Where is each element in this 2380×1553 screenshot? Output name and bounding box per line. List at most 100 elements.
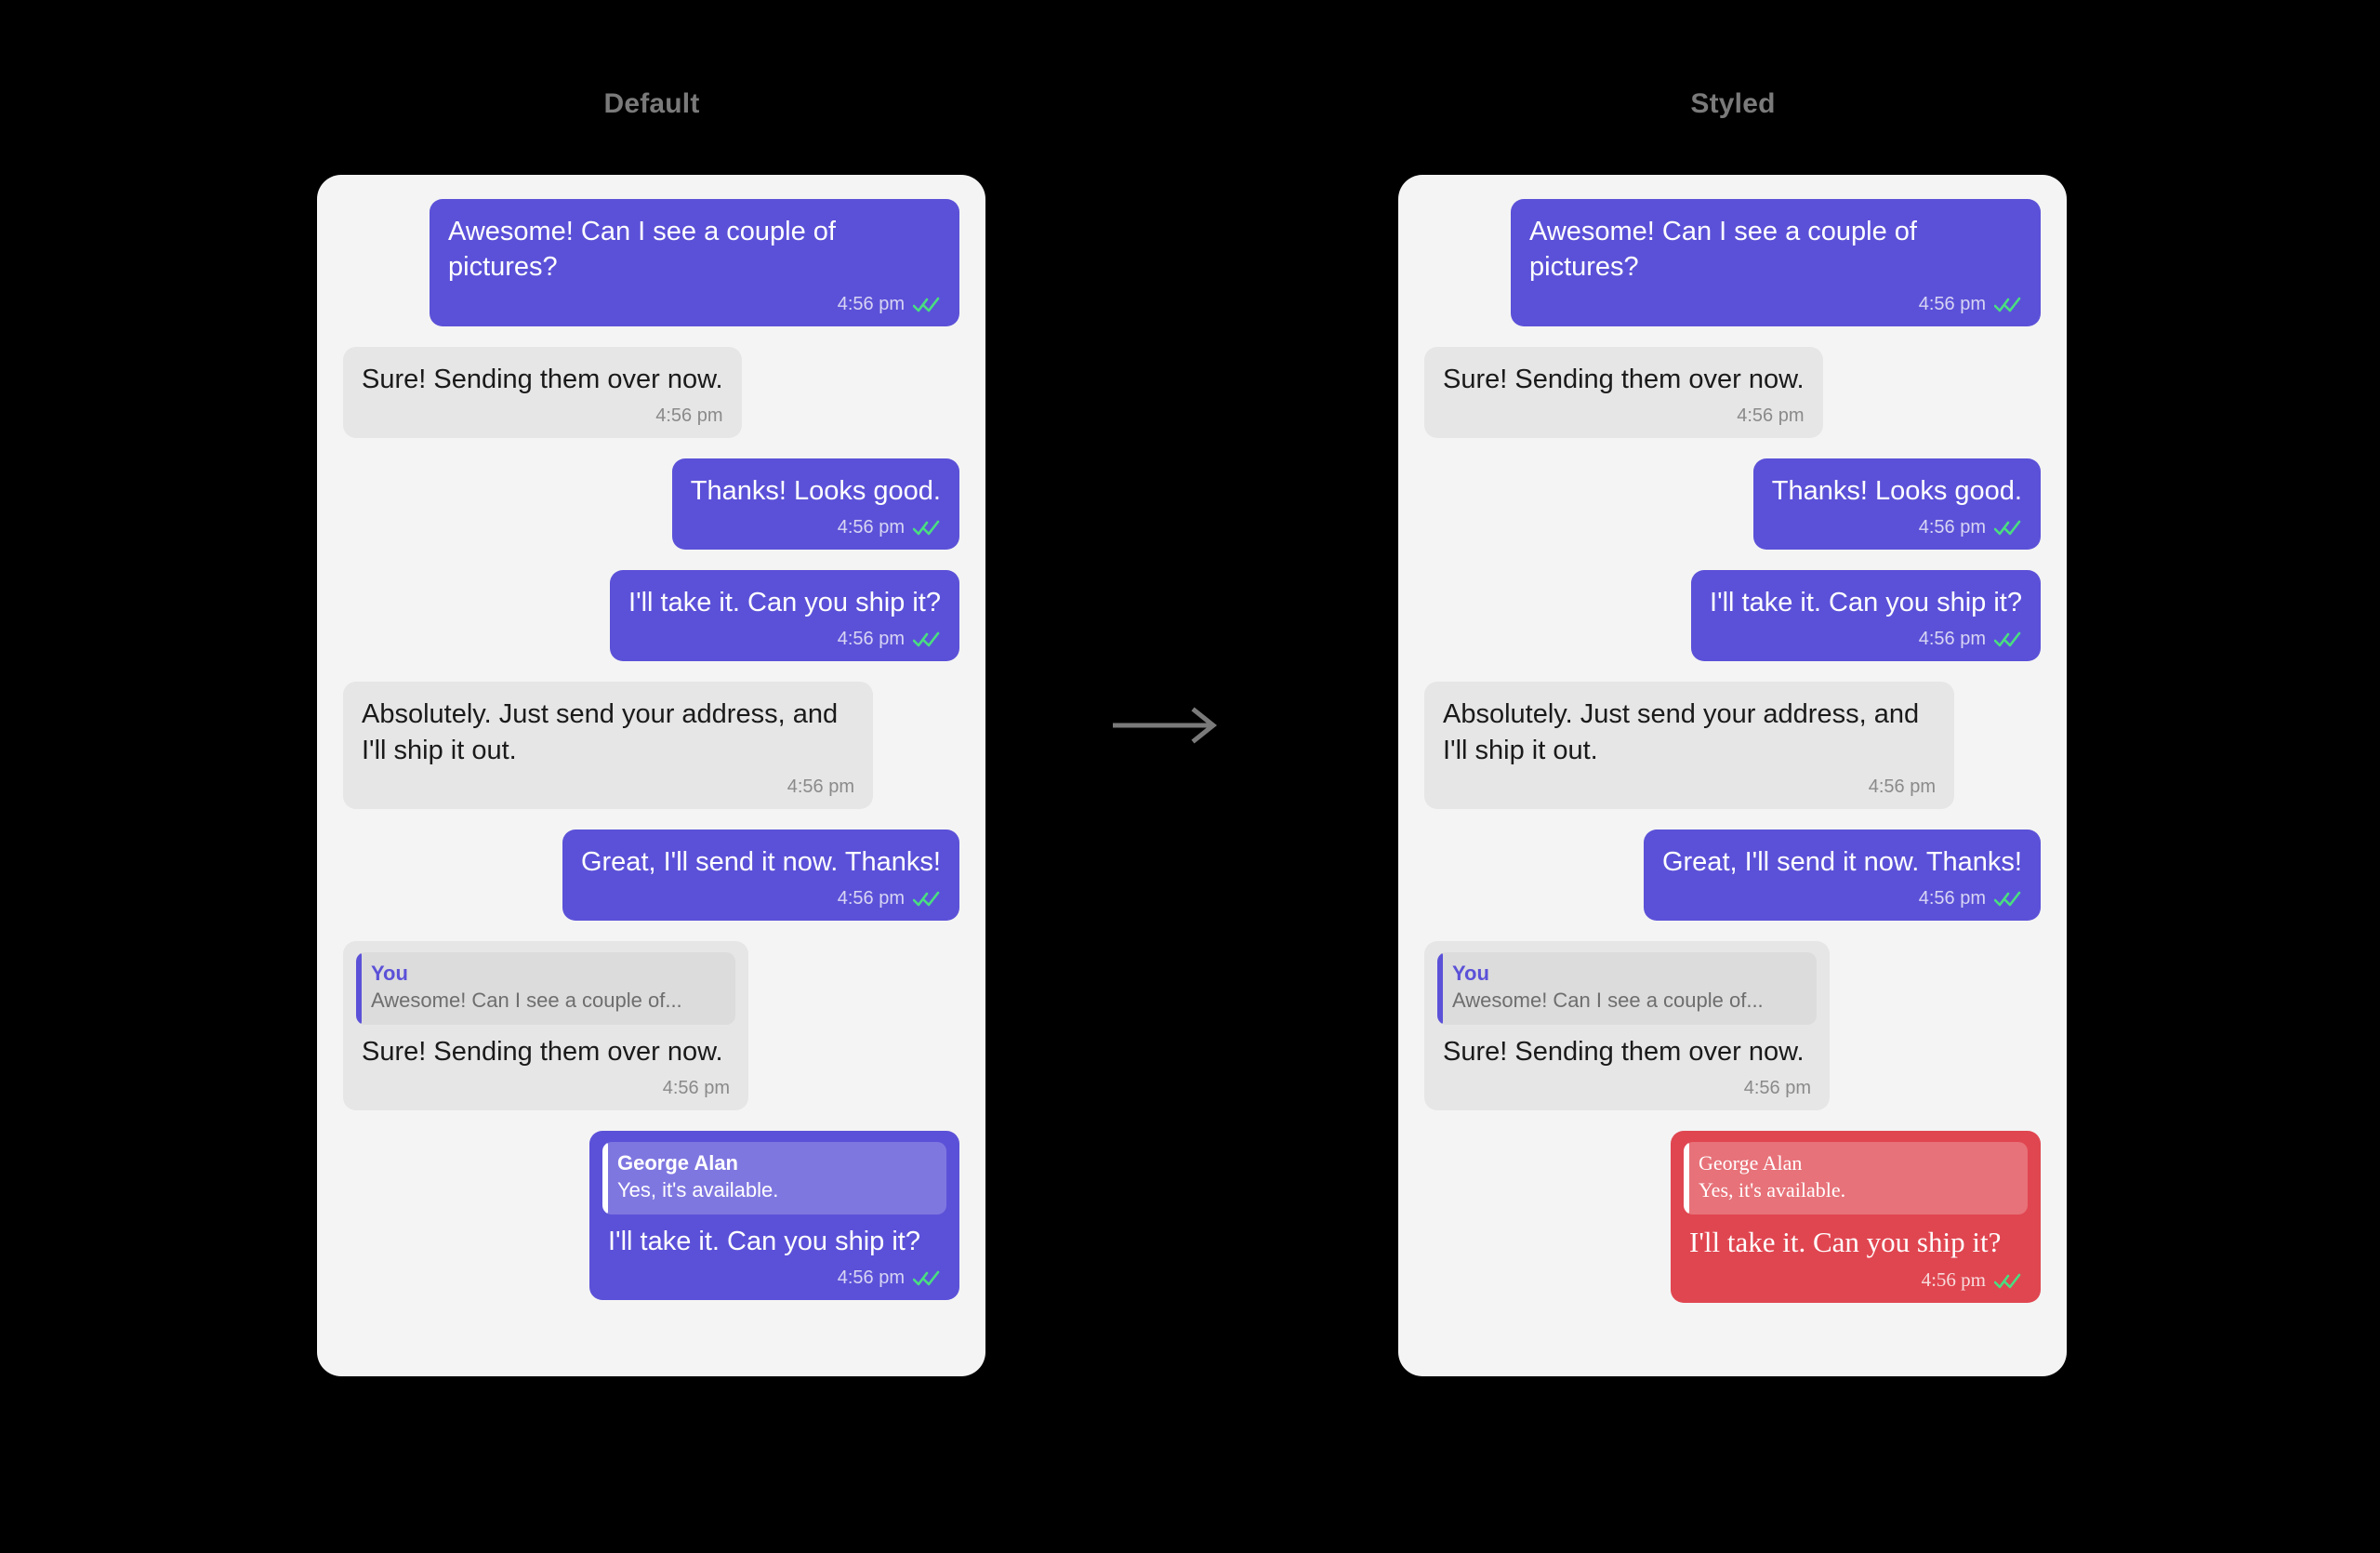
read-receipt-double-check-icon [913,891,940,907]
message-meta: 4:56 pm [1710,628,2022,650]
message-meta: 4:56 pm [448,293,941,315]
panel-title-default: Default [603,88,700,119]
message-timestamp: 4:56 pm [837,517,905,538]
message-row: Great, I'll send it now. Thanks! 4:56 pm [1424,829,2041,922]
read-receipt-double-check-icon [913,297,940,312]
message-row: I'll take it. Can you ship it? 4:56 pm [1424,570,2041,662]
transform-arrow [1111,707,1223,744]
message-bubble-in[interactable]: Sure! Sending them over now. 4:56 pm [343,346,742,438]
message-meta: 4:56 pm [1772,516,2022,538]
read-receipt-double-check-icon [913,632,940,647]
message-timestamp: 4:56 pm [1918,293,1986,314]
message-bubble-out[interactable]: Great, I'll send it now. Thanks! 4:56 pm [1643,829,2041,922]
message-meta: 4:56 pm [1443,776,1936,798]
message-timestamp: 4:56 pm [1921,1268,1986,1292]
message-timestamp: 4:56 pm [1918,888,1986,909]
message-text: I'll take it. Can you ship it? [608,1226,920,1256]
message-timestamp: 4:56 pm [787,776,854,797]
quoted-reply-preview: Yes, it's available. [617,1178,779,1202]
message-bubble-in[interactable]: Absolutely. Just send your address, and … [1424,682,1954,809]
message-meta: 4:56 pm [362,1077,730,1099]
message-bubble-out[interactable]: Great, I'll send it now. Thanks! 4:56 pm [562,829,959,922]
quoted-reply-preview: Yes, it's available. [1699,1178,1846,1202]
read-receipt-double-check-icon [1994,632,2021,647]
message-bubble-out[interactable]: I'll take it. Can you ship it? 4:56 pm [610,570,959,662]
message-row: Thanks! Looks good. 4:56 pm [343,458,959,551]
message-timestamp: 4:56 pm [1743,1078,1811,1099]
message-row: Awesome! Can I see a couple of pictures?… [1424,199,2041,326]
message-bubble-out[interactable]: Awesome! Can I see a couple of pictures?… [430,199,959,326]
message-meta: 4:56 pm [608,1267,941,1289]
chat-thread-default[interactable]: Awesome! Can I see a couple of pictures?… [317,175,985,1376]
message-row: Absolutely. Just send your address, and … [343,682,959,809]
message-text: Absolutely. Just send your address, and … [1443,699,1927,765]
message-row: Thanks! Looks good. 4:56 pm [1424,458,2041,551]
message-row: Absolutely. Just send your address, and … [1424,682,2041,809]
message-timestamp: 4:56 pm [662,1078,730,1099]
message-text: Awesome! Can I see a couple of pictures? [448,217,844,283]
message-meta: 4:56 pm [362,405,723,427]
message-row: Sure! Sending them over now. 4:56 pm [1424,346,2041,438]
message-meta: 4:56 pm [1443,1077,1811,1099]
right-arrow-icon [1113,707,1218,744]
read-receipt-double-check-icon [1994,297,2021,312]
message-timestamp: 4:56 pm [837,293,905,314]
read-receipt-double-check-icon [913,1270,940,1286]
panel-styled: Styled Awesome! Can I see a couple of pi… [1398,0,2068,1553]
message-row: I'll take it. Can you ship it? 4:56 pm [343,570,959,662]
message-bubble-out[interactable]: I'll take it. Can you ship it? 4:56 pm [1691,570,2041,662]
panel-title-styled: Styled [1690,88,1776,119]
message-bubble-in[interactable]: Sure! Sending them over now. 4:56 pm [1424,346,1823,438]
message-timestamp: 4:56 pm [655,405,723,426]
message-text: I'll take it. Can you ship it? [628,588,941,618]
message-timestamp: 4:56 pm [837,629,905,650]
message-timestamp: 4:56 pm [1918,517,1986,538]
message-meta: 4:56 pm [1443,405,1805,427]
message-text: Great, I'll send it now. Thanks! [1661,846,2022,877]
read-receipt-double-check-icon [1994,520,2021,536]
message-bubble-out[interactable]: Awesome! Can I see a couple of pictures?… [1511,199,2041,326]
message-meta: 4:56 pm [628,628,941,650]
message-text: I'll take it. Can you ship it? [1689,1225,2002,1258]
read-receipt-double-check-icon [1994,1273,2021,1289]
message-text: Sure! Sending them over now. [362,1036,723,1067]
message-timestamp: 4:56 pm [837,888,905,909]
message-text: Thanks! Looks good. [1771,475,2022,506]
quoted-reply-preview: Awesome! Can I see a couple of... [371,989,682,1013]
message-row: Great, I'll send it now. Thanks! 4:56 pm [343,829,959,922]
message-timestamp: 4:56 pm [837,1268,905,1289]
message-text: I'll take it. Can you ship it? [1710,588,2022,618]
panel-default: Default Awesome! Can I see a couple of p… [317,0,986,1553]
message-bubble-out[interactable]: Thanks! Looks good. 4:56 pm [1752,458,2041,551]
message-text: Absolutely. Just send your address, and … [362,699,846,765]
message-timestamp: 4:56 pm [1918,629,1986,650]
message-text: Thanks! Looks good. [690,475,941,506]
message-bubble-out[interactable]: Thanks! Looks good. 4:56 pm [671,458,959,551]
message-meta: 4:56 pm [581,887,941,909]
message-text: Awesome! Can I see a couple of pictures? [1529,217,1925,283]
message-text: Great, I'll send it now. Thanks! [580,846,941,877]
quoted-reply-preview: Awesome! Can I see a couple of... [1452,989,1764,1013]
message-timestamp: 4:56 pm [1737,405,1805,426]
message-text: Sure! Sending them over now. [362,364,723,394]
chat-thread-styled[interactable]: Awesome! Can I see a couple of pictures?… [1398,175,2067,1376]
message-text: Sure! Sending them over now. [1443,364,1805,394]
quoted-reply-author: George Alan [617,1151,738,1175]
message-row: Awesome! Can I see a couple of pictures?… [343,199,959,326]
message-meta: 4:56 pm [691,516,941,538]
message-bubble-in[interactable]: Absolutely. Just send your address, and … [343,682,873,809]
message-text: Sure! Sending them over now. [1443,1036,1805,1067]
